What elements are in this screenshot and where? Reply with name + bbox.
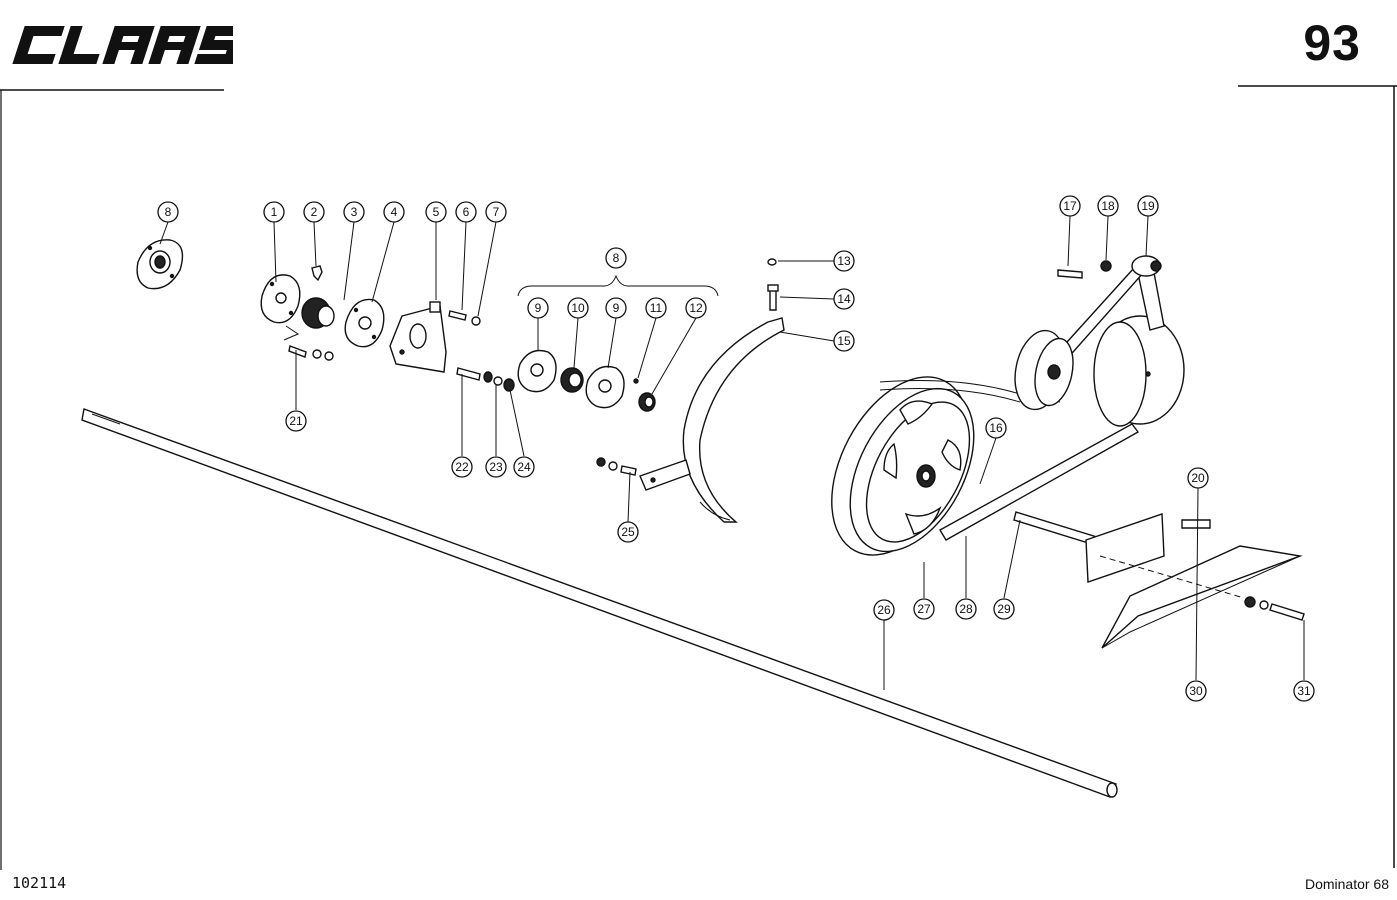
callout-2: 2 xyxy=(303,201,325,223)
lube-nipple-drawing xyxy=(311,265,323,282)
callout-label: 22 xyxy=(455,460,469,474)
leader-lines xyxy=(159,215,1305,690)
callout-31: 31 xyxy=(1293,680,1315,702)
callout-label: 20 xyxy=(1191,471,1205,485)
bearing-flange-drawing xyxy=(517,349,557,393)
callout-7: 7 xyxy=(485,201,507,223)
callout-1: 1 xyxy=(263,201,285,223)
callout-label: 17 xyxy=(1063,199,1077,213)
assembly-brace xyxy=(517,274,719,297)
callout-13: 13 xyxy=(833,250,855,272)
guard-mount-fastener-drawing xyxy=(596,457,637,476)
flange-bearing-drawing xyxy=(136,239,184,290)
callout-15: 15 xyxy=(833,330,855,352)
callout-label: 19 xyxy=(1141,199,1155,213)
callout-label: 5 xyxy=(433,205,440,219)
callout-label: 10 xyxy=(571,301,585,315)
ball-bearing-drawing xyxy=(560,367,584,393)
callout-22: 22 xyxy=(451,456,473,478)
ring-seal-drawing xyxy=(633,378,656,412)
callout-12: 12 xyxy=(685,297,707,319)
callout-10: 10 xyxy=(567,297,589,319)
callout-19: 19 xyxy=(1137,195,1159,217)
callout-label: 31 xyxy=(1297,684,1311,698)
callout-label: 24 xyxy=(517,460,531,474)
callout-label: 8 xyxy=(165,205,172,219)
callout-30: 30 xyxy=(1185,680,1207,702)
callout-label: 9 xyxy=(613,301,620,315)
callout-label: 2 xyxy=(311,205,318,219)
claas-logo xyxy=(12,26,233,64)
v-belt-drawing xyxy=(879,380,1140,541)
callout-label: 14 xyxy=(837,292,851,306)
callout-label: 28 xyxy=(959,602,973,616)
callout-27: 27 xyxy=(913,598,935,620)
belt-guard-drawing xyxy=(639,317,785,523)
callout-label: 30 xyxy=(1189,684,1203,698)
bracket-drawing xyxy=(389,301,447,373)
v-belt-pulley-drawing xyxy=(831,376,975,556)
callout-label: 18 xyxy=(1101,199,1115,213)
callout-8-left: 8 xyxy=(157,201,179,223)
callout-label: 6 xyxy=(463,205,470,219)
callout-label: 29 xyxy=(997,602,1011,616)
callout-25: 25 xyxy=(617,521,639,543)
bolt-washer-set-drawing xyxy=(283,325,334,361)
callout-label: 3 xyxy=(351,205,358,219)
bolt-washer-nut-drawing xyxy=(456,367,515,392)
callout-11: 11 xyxy=(645,297,667,319)
bearing-insert-drawing xyxy=(301,297,335,329)
callout-26: 26 xyxy=(873,599,895,621)
callout-label: 12 xyxy=(689,301,703,315)
document-id: 102114 xyxy=(12,874,67,892)
callout-label: 13 xyxy=(837,254,851,268)
callout-label: 27 xyxy=(917,602,931,616)
callout-label: 15 xyxy=(837,334,851,348)
callout-28: 28 xyxy=(955,598,977,620)
page-number: 93 xyxy=(1303,15,1361,71)
callout-label: 25 xyxy=(621,525,635,539)
drive-shaft-drawing xyxy=(81,408,1118,798)
callout-20: 20 xyxy=(1187,467,1209,489)
chute-assembly-drawing xyxy=(1013,511,1305,649)
callout-label: 1 xyxy=(271,205,278,219)
guard-fastener-drawing xyxy=(767,258,779,311)
machine-model: Dominator 68 xyxy=(1304,876,1389,892)
callout-9-a: 9 xyxy=(527,297,549,319)
callout-label: 9 xyxy=(535,301,542,315)
callout-24: 24 xyxy=(513,456,535,478)
callout-label: 7 xyxy=(493,205,500,219)
callout-14: 14 xyxy=(833,288,855,310)
callout-label: 4 xyxy=(391,205,398,219)
callout-4: 4 xyxy=(383,201,405,223)
flange-plate-2-drawing xyxy=(344,298,385,348)
callout-8-bearing-set: 8 xyxy=(605,247,627,269)
flange-plate-drawing xyxy=(260,274,301,324)
callout-label: 8 xyxy=(613,251,620,265)
callout-16: 16 xyxy=(985,417,1007,439)
callout-3: 3 xyxy=(343,201,365,223)
callout-9-b: 9 xyxy=(605,297,627,319)
callout-23: 23 xyxy=(485,456,507,478)
callout-label: 11 xyxy=(650,301,663,315)
callout-5: 5 xyxy=(425,201,447,223)
callout-29: 29 xyxy=(993,598,1015,620)
bearing-flange-2-drawing xyxy=(585,365,625,409)
bolt-nut-drawing xyxy=(448,310,481,326)
callout-label: 26 xyxy=(877,603,891,617)
callout-21: 21 xyxy=(285,410,307,432)
callout-label: 23 xyxy=(489,460,503,474)
callout-17: 17 xyxy=(1059,195,1081,217)
callout-label: 21 xyxy=(289,414,303,428)
callout-18: 18 xyxy=(1097,195,1119,217)
callout-label: 16 xyxy=(989,421,1003,435)
callout-6: 6 xyxy=(455,201,477,223)
tensioner-assembly-drawing xyxy=(1014,255,1185,427)
